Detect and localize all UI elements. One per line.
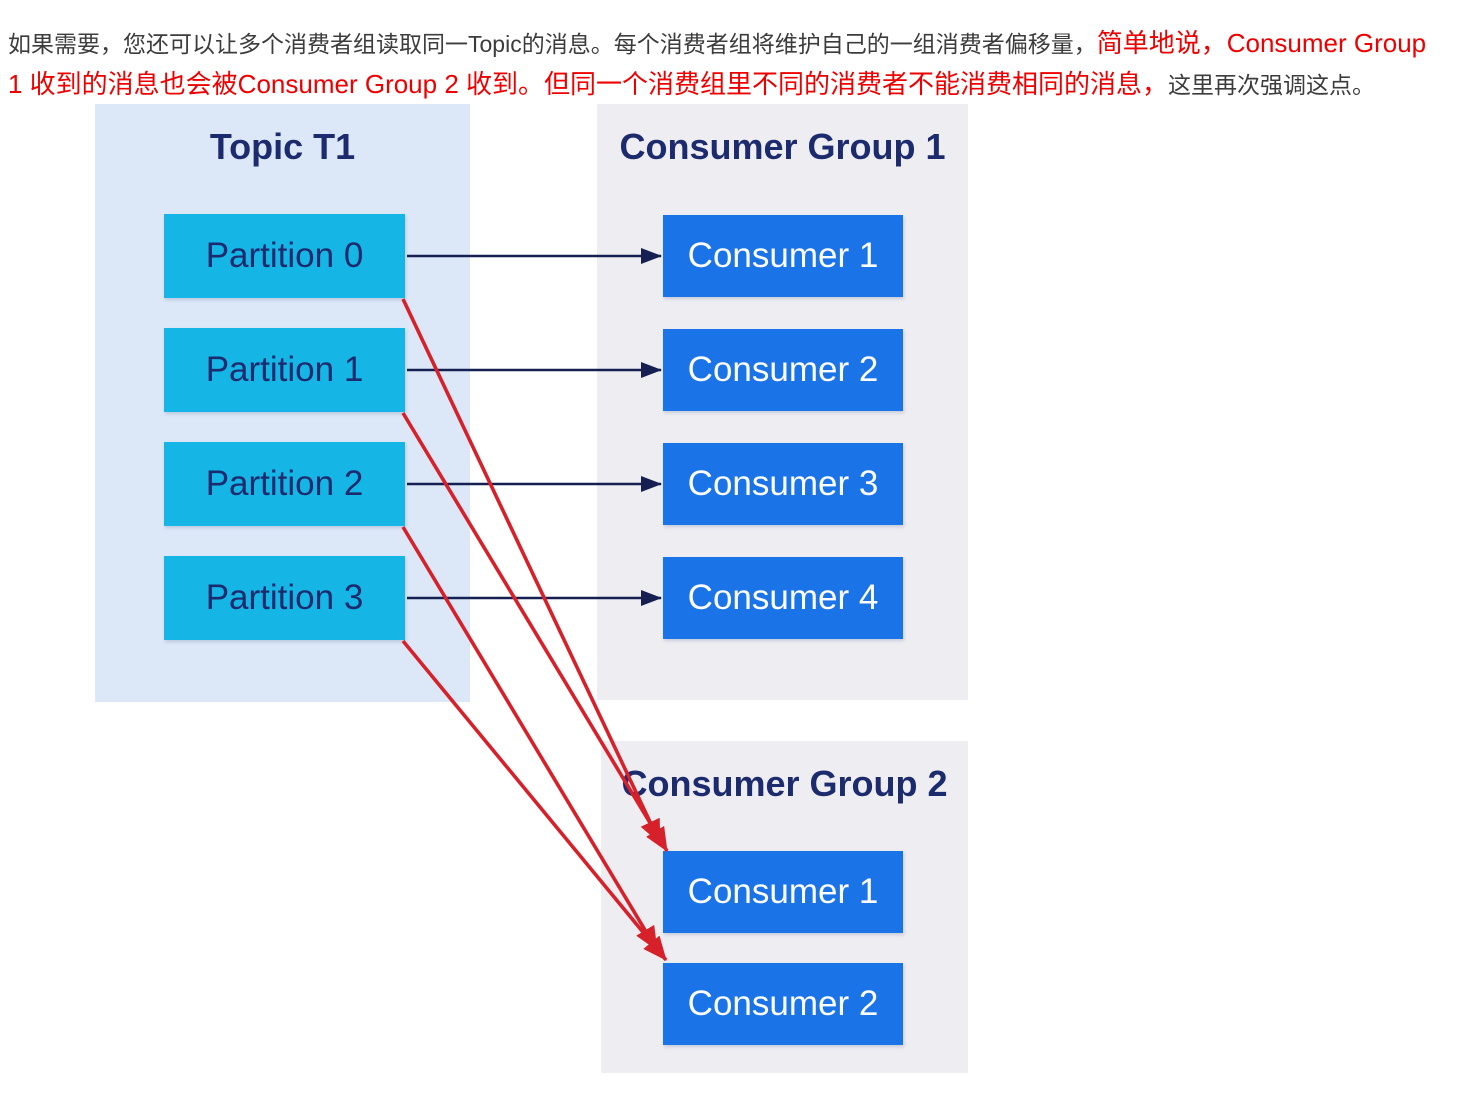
partition-2-box: Partition 2 [164,442,405,526]
group1-consumer-4-box: Consumer 4 [663,557,903,639]
group2-consumer-1-box: Consumer 1 [663,851,903,933]
consumer-group-1-panel: Consumer Group 1 Consumer 1 Consumer 2 C… [597,104,968,700]
group1-consumer-3-box: Consumer 3 [663,443,903,525]
consumer-group-2-title: Consumer Group 2 [621,763,948,804]
topic-title: Topic T1 [209,126,356,167]
partition-3-box: Partition 3 [164,556,405,640]
group1-consumer-1-box: Consumer 1 [663,215,903,297]
paragraph-black-segment-2: 这里再次强调这点。 [1168,72,1376,98]
topic-panel: Topic T1 Partition 0 Partition 1 Partiti… [95,104,470,702]
group1-consumer-2-box: Consumer 2 [663,329,903,411]
partition-0-box: Partition 0 [164,214,405,298]
paragraph-black-segment-1: 如果需要，您还可以让多个消费者组读取同一Topic的消息。每个消费者组将维护自己… [8,31,1097,57]
consumer-group-2-panel: Consumer Group 2 Consumer 1 Consumer 2 [601,741,968,1073]
group2-consumer-2-box: Consumer 2 [663,963,903,1045]
intro-paragraph: 如果需要，您还可以让多个消费者组读取同一Topic的消息。每个消费者组将维护自己… [8,23,1470,105]
paragraph-red-segment-2: 1 收到的消息也会被Consumer Group 2 收到。但同一个消费组里不同… [8,69,1169,99]
consumer-group-1-title: Consumer Group 1 [619,126,946,167]
partition-1-box: Partition 1 [164,328,405,412]
paragraph-red-segment-1: 简单地说，Consumer Group [1096,28,1427,58]
